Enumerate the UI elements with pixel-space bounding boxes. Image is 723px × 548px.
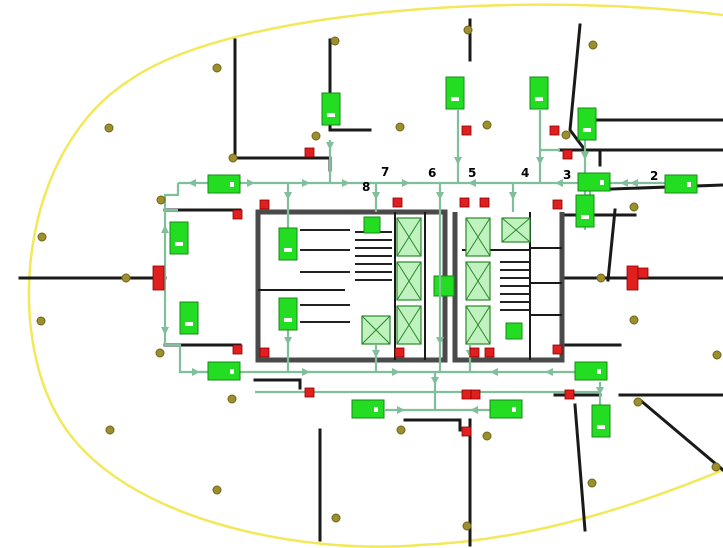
column-icon (212, 485, 222, 495)
core-station (505, 322, 523, 340)
elevator-icon (465, 305, 491, 345)
route-label-8: 8 (362, 180, 370, 194)
column-icon (587, 478, 597, 488)
assembly-station-icon (321, 92, 341, 126)
assembly-station-icon (179, 301, 199, 335)
route-label-4: 4 (521, 166, 529, 180)
column-icon (463, 25, 473, 35)
core-station (433, 275, 455, 297)
column-icon (37, 232, 47, 242)
exit-marker-icon (470, 389, 481, 400)
exit-marker-icon (461, 125, 472, 136)
exit-markers (152, 125, 649, 437)
column-icon (482, 120, 492, 130)
column-icon (561, 130, 571, 140)
column-icon (156, 195, 166, 205)
column-icon (212, 63, 222, 73)
assembly-station-icon (351, 399, 385, 419)
exit-marker-icon (392, 197, 403, 208)
column-icon (155, 348, 165, 358)
column-icon (633, 397, 643, 407)
exit-marker-icon (626, 265, 639, 291)
assembly-station-icon (207, 174, 241, 194)
assembly-station-icon (575, 194, 595, 228)
assembly-station-icon (577, 172, 611, 192)
exit-marker-icon (637, 267, 649, 279)
exit-marker-icon (549, 125, 560, 136)
column-icon (330, 36, 340, 46)
assembly-station-icon (664, 174, 698, 194)
route-label-6: 6 (428, 166, 436, 180)
assembly-station-icon (207, 361, 241, 381)
column-icon (712, 350, 722, 360)
elevator-icon (396, 217, 422, 257)
exit-marker-icon (232, 209, 243, 220)
exit-marker-icon (232, 344, 243, 355)
assembly-stations (169, 76, 698, 438)
exit-marker-icon (469, 347, 480, 358)
exit-marker-icon (552, 344, 563, 355)
assembly-station-icon (278, 227, 298, 261)
exit-marker-icon (304, 387, 315, 398)
column-icon (711, 462, 721, 472)
exit-marker-icon (562, 149, 573, 160)
column-icon (629, 315, 639, 325)
assembly-station-icon (529, 76, 549, 110)
walls (18, 18, 723, 547)
column-icon (104, 123, 114, 133)
route-label-7: 7 (381, 165, 389, 179)
assembly-station-icon (489, 399, 523, 419)
assembly-station-icon (169, 221, 189, 255)
core-station (363, 216, 381, 234)
column-icon (629, 202, 639, 212)
floor-outline (27, 3, 723, 548)
column-icon (395, 122, 405, 132)
exit-marker-icon (461, 389, 472, 400)
exit-marker-icon (564, 389, 575, 400)
assembly-station-icon (577, 107, 597, 141)
column-icon (105, 425, 115, 435)
exit-marker-icon (259, 347, 270, 358)
elevator-icon (361, 315, 391, 345)
columns (36, 25, 722, 531)
elevator-icon (396, 261, 422, 301)
column-icon (228, 153, 238, 163)
elevator-icon (501, 217, 531, 243)
elevator-icon (465, 261, 491, 301)
column-icon (462, 521, 472, 531)
route-label-2: 2 (650, 169, 658, 183)
column-icon (311, 131, 321, 141)
exit-marker-icon (259, 199, 270, 210)
exit-marker-icon (461, 426, 472, 437)
column-icon (121, 273, 131, 283)
assembly-station-icon (591, 404, 611, 438)
exit-marker-icon (484, 347, 495, 358)
column-icon (482, 431, 492, 441)
column-icon (36, 316, 46, 326)
assembly-station-icon (574, 361, 608, 381)
assembly-station-icon (445, 76, 465, 110)
column-icon (227, 394, 237, 404)
exit-marker-icon (304, 147, 315, 158)
route-labels: 7 6 5 4 3 2 8 (362, 165, 658, 194)
elevator-bank (361, 216, 531, 345)
column-icon (331, 513, 341, 523)
column-icon (588, 40, 598, 50)
arrow-icon (161, 142, 638, 414)
column-icon (596, 273, 606, 283)
exit-marker-icon (479, 197, 490, 208)
exit-marker-icon (152, 265, 165, 291)
assembly-station-icon (278, 297, 298, 331)
exit-marker-icon (552, 199, 563, 210)
elevator-icon (396, 305, 422, 345)
exit-marker-icon (394, 347, 405, 358)
exit-marker-icon (459, 197, 470, 208)
column-icon (396, 425, 406, 435)
route-label-5: 5 (468, 166, 476, 180)
elevator-icon (465, 217, 491, 257)
route-label-3: 3 (563, 168, 571, 182)
